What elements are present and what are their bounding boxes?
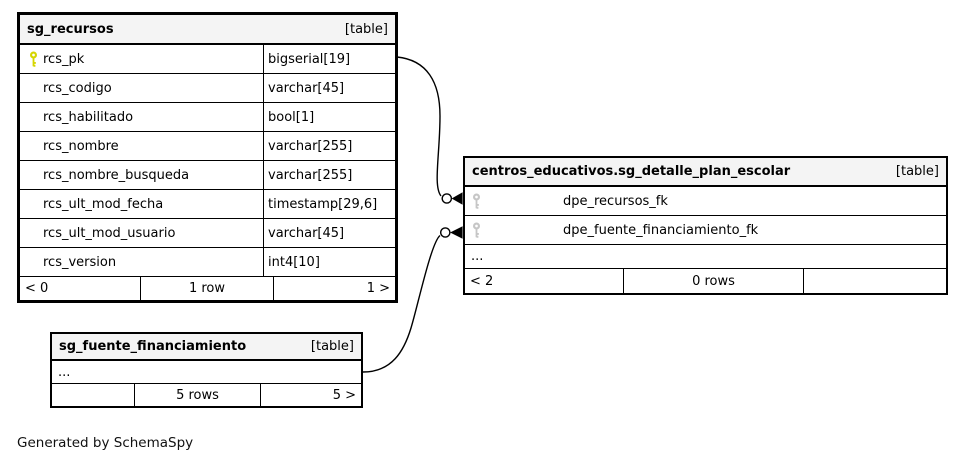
table-sg-fuente-financiamiento: sg_fuente_financiamiento [table] ... 5 r… (50, 332, 363, 408)
column-name: rcs_codigo (43, 80, 112, 96)
pager-next: 1 > (366, 281, 390, 296)
relationship-arrowhead-1 (451, 192, 463, 205)
column-row-rcs-nombre[interactable]: rcs_nombre varchar[255] (20, 132, 395, 161)
table-sg-recursos: sg_recursos [table] rcs_pk bigserial[19]… (17, 12, 398, 303)
relationship-line-recursos-detalle (396, 56, 442, 197)
hidden-columns-ellipsis: ... (465, 245, 946, 269)
column-name: dpe_recursos_fk (563, 193, 668, 209)
column-name: rcs_ult_mod_usuario (43, 225, 176, 241)
table-header-sg-detalle-plan-escolar[interactable]: centros_educativos.sg_detalle_plan_escol… (465, 158, 946, 187)
column-type: int4[10] (263, 248, 395, 276)
table-type-badge: [table] (310, 339, 354, 354)
relationship-zero-circle-2 (439, 227, 451, 238)
table-title: sg_fuente_financiamiento (59, 339, 247, 354)
table-header-sg-recursos[interactable]: sg_recursos [table] (20, 15, 395, 45)
column-row-rcs-ult-mod-fecha[interactable]: rcs_ult_mod_fecha timestamp[29,6] (20, 190, 395, 219)
column-row-rcs-ult-mod-usuario[interactable]: rcs_ult_mod_usuario varchar[45] (20, 219, 395, 248)
column-name: rcs_habilitado (43, 109, 134, 125)
column-type: varchar[255] (263, 161, 395, 189)
pager-row-count: 1 row (141, 277, 274, 300)
table-title: centros_educativos.sg_detalle_plan_escol… (472, 164, 791, 179)
pager-sg-detalle-plan-escolar: < 2 0 rows (465, 269, 946, 293)
pager-sg-recursos: < 0 1 row 1 > (20, 277, 395, 300)
column-row-rcs-pk[interactable]: rcs_pk bigserial[19] (20, 45, 395, 74)
pager-row-count: 0 rows (624, 269, 804, 293)
column-type: varchar[45] (263, 219, 395, 247)
pager-prev: < 2 (465, 269, 624, 293)
pager-prev (52, 384, 135, 406)
foreign-key-icon (472, 221, 486, 239)
column-row-rcs-nombre-busqueda[interactable]: rcs_nombre_busqueda varchar[255] (20, 161, 395, 190)
ellipsis-label: ... (471, 249, 484, 264)
column-type: varchar[255] (263, 132, 395, 160)
column-name: rcs_nombre (43, 138, 119, 154)
column-row-rcs-codigo[interactable]: rcs_codigo varchar[45] (20, 74, 395, 103)
table-sg-detalle-plan-escolar: centros_educativos.sg_detalle_plan_escol… (463, 156, 948, 295)
pager-next (804, 269, 946, 293)
column-name: dpe_fuente_financiamiento_fk (563, 222, 759, 238)
column-type: bool[1] (263, 103, 395, 131)
table-type-badge: [table] (895, 164, 939, 179)
ellipsis-label: ... (58, 364, 71, 380)
column-type: bigserial[19] (263, 45, 395, 73)
pager-next: 5 > (332, 387, 356, 403)
column-row-rcs-version[interactable]: rcs_version int4[10] (20, 248, 395, 277)
relationship-zero-circle-1 (441, 193, 453, 204)
column-name: rcs_nombre_busqueda (43, 167, 190, 183)
hidden-columns-ellipsis: ... (52, 361, 361, 384)
table-header-sg-fuente-financiamiento[interactable]: sg_fuente_financiamiento [table] (52, 334, 361, 361)
primary-key-icon (29, 50, 43, 68)
relationship-arrowhead-2 (450, 226, 463, 239)
column-name: rcs_ult_mod_fecha (43, 196, 164, 212)
pager-sg-fuente-financiamiento: 5 rows 5 > (52, 384, 361, 406)
generated-by-note: Generated by SchemaSpy (17, 435, 194, 451)
pager-row-count: 5 rows (135, 384, 261, 406)
table-title: sg_recursos (27, 21, 114, 37)
table-type-badge: [table] (344, 21, 388, 37)
column-row-dpe-fuente-financiamiento-fk[interactable]: dpe_fuente_financiamiento_fk (465, 216, 946, 245)
column-row-rcs-habilitado[interactable]: rcs_habilitado bool[1] (20, 103, 395, 132)
foreign-key-icon (472, 192, 486, 210)
column-name: rcs_version (43, 254, 117, 270)
column-name: rcs_pk (43, 51, 85, 67)
column-row-dpe-recursos-fk[interactable]: dpe_recursos_fk (465, 187, 946, 216)
column-type: varchar[45] (263, 74, 395, 102)
column-type: timestamp[29,6] (263, 190, 395, 218)
pager-prev: < 0 (20, 277, 141, 300)
